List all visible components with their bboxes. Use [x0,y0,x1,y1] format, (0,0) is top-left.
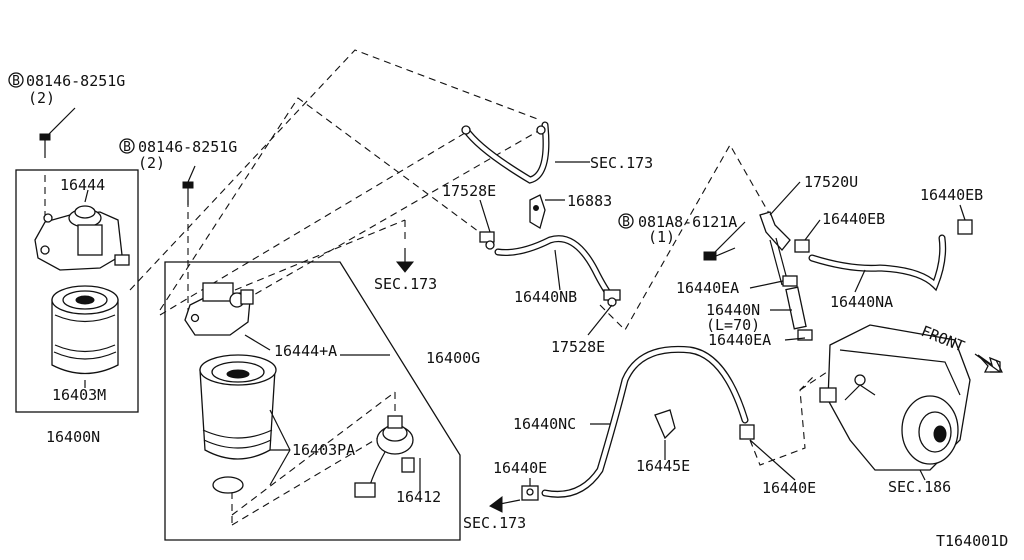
clamp-17528e-bottom [603,289,621,307]
clamp-16440e-right [739,424,755,440]
bolt-marker-text-3: B [622,215,630,230]
hoses-top [461,121,621,307]
label-16440ea-2: 16440EA [708,331,771,349]
filter-element-16403m [51,285,119,375]
bolt-marker-3: B [618,213,634,230]
bolt-marker-2: B [119,138,135,155]
label-sec186: SEC.186 [888,478,951,496]
label-16883: 16883 [567,192,612,210]
label-16440na: 16440NA [830,293,893,311]
label-bolt-1: 08146-8251G [26,72,125,90]
label-sec173-top: SEC.173 [590,154,653,172]
label-16445e: 16445E [636,457,690,475]
clamp-16440e-left [521,485,539,501]
label-17528e-bottom: 17528E [551,338,605,356]
label-bolt-3: 081A8-6121A [638,213,737,231]
o-ring [212,476,244,494]
label-16400n: 16400N [46,428,100,446]
label-17520u: 17520U [804,173,858,191]
bolt-marker-text-1: B [12,74,20,89]
label-l70: (L=70) [706,316,760,334]
filter-element-16403pa [199,354,277,494]
label-16440n: 16440N [706,301,760,319]
label-bolt-3-qty: (1) [648,228,675,246]
label-16440nb: 16440NB [514,288,577,306]
label-16412: 16412 [396,488,441,506]
label-16444: 16444 [60,176,105,194]
hose-16440nc [521,345,755,501]
label-sec173-bottom: SEC.173 [463,514,526,532]
leader-lines [47,107,966,492]
label-16440eb-2: 16440EB [920,186,983,204]
label-16403pa: 16403PA [292,441,355,459]
pump-area [703,211,973,471]
label-16403m: 16403M [52,386,106,404]
label-bolt-2: 08146-8251G [138,138,237,156]
assembly-box-16400g [164,261,461,541]
left-arrow-icon [489,496,521,513]
label-16440e-right: 16440E [762,479,816,497]
bolt-2-icon [182,181,194,205]
injection-pump [819,324,971,471]
filter-assembly-16400g [164,181,461,541]
clamp-17528e-top [479,231,495,250]
label-16440nc: 16440NC [513,415,576,433]
down-arrow-icon [395,248,415,273]
clamp-16440eb-1 [794,239,810,253]
label-sec173-mid: SEC.173 [374,275,437,293]
label-17528e-top: 17528E [442,182,496,200]
bolt-1-icon [39,133,51,158]
connector-17520u [759,211,791,286]
label-16440ea-1: 16440EA [676,279,739,297]
label-diagram-id: T164001D [936,532,1008,550]
label-16440eb-1: 16440EB [822,210,885,228]
label-16400g: 16400G [426,349,480,367]
bolt-3-icon [703,247,736,261]
clip-16883 [529,194,546,229]
front-arrow-icon [974,353,1003,373]
filter-head-16444a [184,282,254,336]
filter-assembly-16400n [15,133,139,413]
filter-head-16444 [34,205,130,271]
sensor-16412 [354,415,415,498]
bolt-marker-1: B [8,72,24,89]
hose-16440n [782,275,813,341]
bracket-16445e [654,409,676,440]
clamp-16440eb-2 [957,219,973,235]
label-bolt-2-qty: (2) [138,154,165,172]
part-labels: 08146-8251G (2) 08146-8251G (2) 16444 16… [26,72,1008,550]
assembly-box-16400n [15,169,139,413]
bolt-marker-text-2: B [123,140,131,155]
label-bolt-1-qty: (2) [28,89,55,107]
label-16444a: 16444+A [274,342,337,360]
label-16440e-left: 16440E [493,459,547,477]
